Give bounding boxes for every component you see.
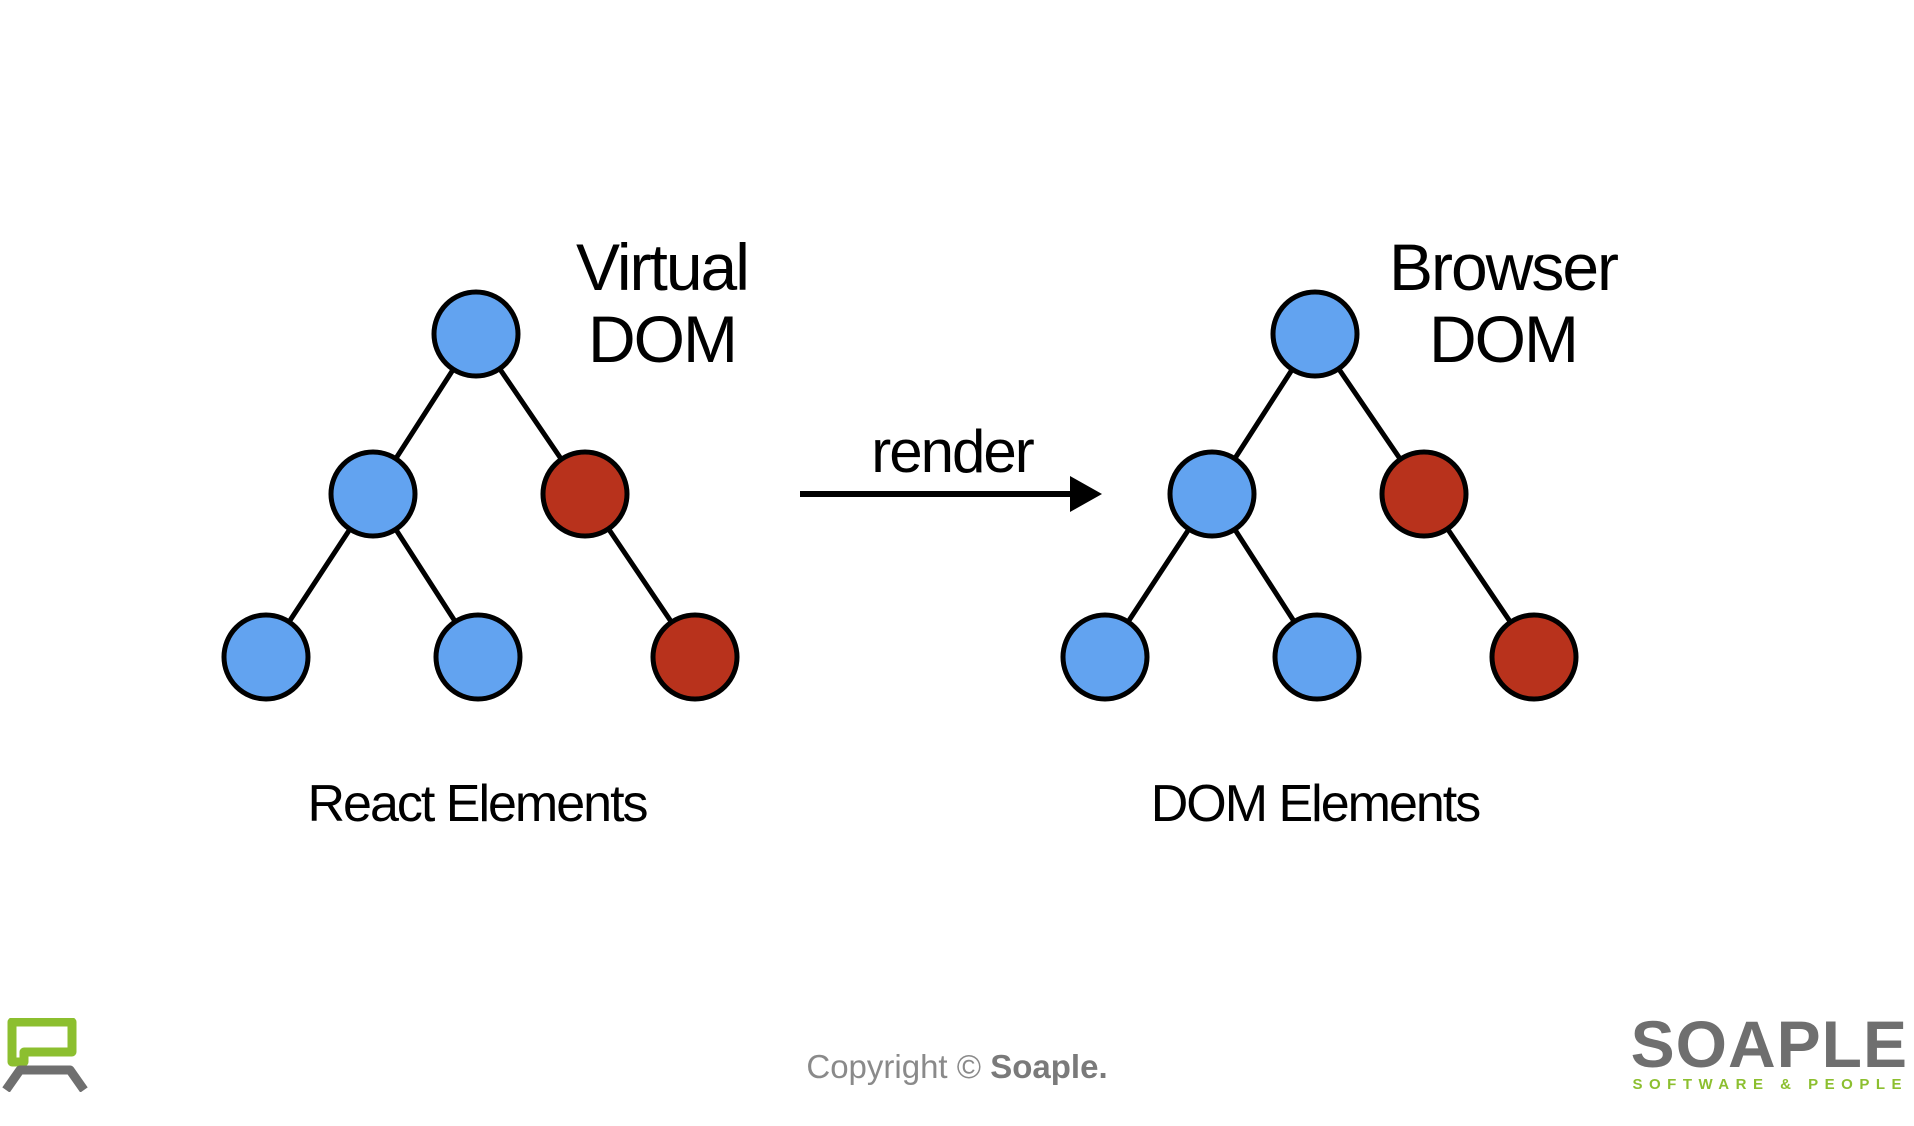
tree-node [433,612,523,702]
copyright-notice: Copyright © Soaple. [0,1048,1914,1086]
render-arrow: render [800,418,1102,512]
tree-node-root [1270,289,1360,379]
soaple-logo: SOAPLE SOFTWARE & PEOPLE [1630,1007,1908,1093]
tree-nodes [1060,289,1579,702]
tree-node-changed [1489,612,1579,702]
tree-caption: React Elements [307,775,647,833]
tree-title-line1: Browser [1389,230,1618,304]
soaple-mark-icon [2,1018,88,1092]
tree-title-line2: DOM [1429,302,1577,376]
logo-wordmark: SOAPLE [1630,1007,1908,1081]
copyright-prefix: Copyright © [806,1048,991,1085]
tree-title-line2: DOM [588,302,736,376]
tree-caption: DOM Elements [1151,775,1481,833]
tree-node [1167,449,1257,539]
arrow-head-icon [1070,476,1102,512]
logo-tagline: SOFTWARE & PEOPLE [1632,1076,1908,1093]
tree-node [1272,612,1362,702]
tree-node-changed [650,612,740,702]
arrow-label: render [871,418,1033,485]
virtual-dom-tree: Virtual DOM React Elements [221,230,750,833]
tree-nodes [221,289,740,702]
tree-node-changed [1379,449,1469,539]
tree-node-changed [540,449,630,539]
tree-title-line1: Virtual [576,230,748,304]
tree-node [1060,612,1150,702]
tree-node-root [431,289,521,379]
browser-dom-tree: Browser DOM DOM Elements [1060,230,1620,833]
tree-node [328,449,418,539]
tree-node [221,612,311,702]
copyright-brand: Soaple. [990,1048,1108,1085]
